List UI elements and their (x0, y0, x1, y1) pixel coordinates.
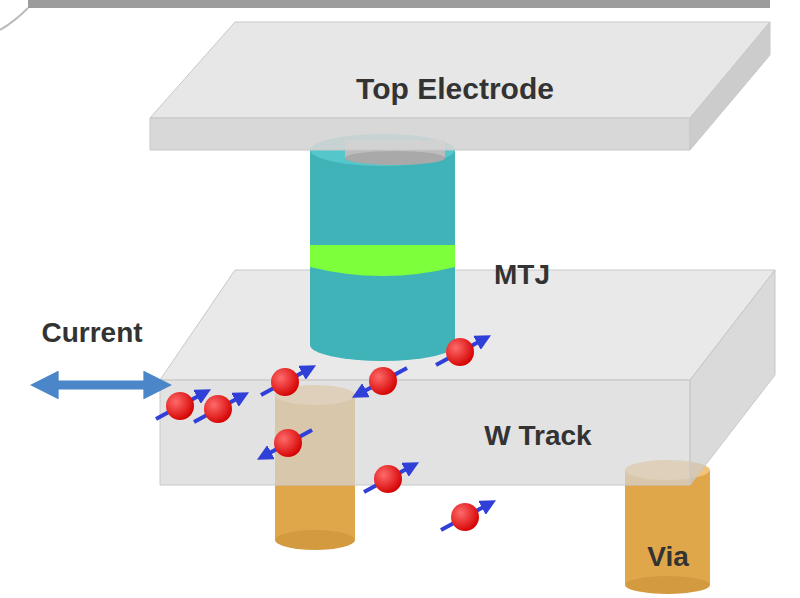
w-track-slab (160, 270, 775, 485)
header-bar (28, 0, 770, 8)
spin-electrons (156, 338, 489, 531)
mtj-pillar (310, 134, 455, 361)
part-label: Via (647, 542, 689, 573)
top-electrode-slab (150, 22, 770, 150)
part-label: Top Electrode (356, 72, 554, 105)
part-label: Current (41, 318, 142, 349)
part-label: W Track (484, 421, 591, 452)
corner-arc (0, 8, 28, 30)
current-arrow (50, 381, 152, 390)
part-label: MTJ (494, 260, 550, 291)
